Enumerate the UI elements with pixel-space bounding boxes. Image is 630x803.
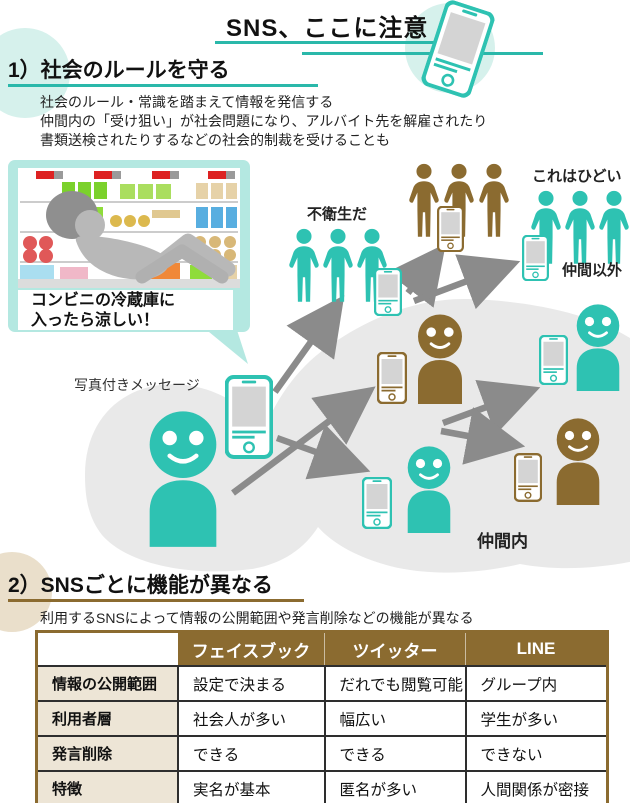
- body-line: 仲間内の「受け狙い」が社会問題になり、アルバイト先を解雇されたり: [40, 113, 488, 129]
- section1-underline: [8, 84, 318, 87]
- table-cell: だれでも閲覧可能: [323, 665, 466, 701]
- column-header-facebook: フェイスブック: [178, 631, 325, 666]
- title-underline-2: [302, 52, 543, 55]
- friend-teal-right-phone-icon: [539, 335, 568, 385]
- sender-phone-icon: [227, 377, 272, 457]
- column-header-twitter: ツイッター: [324, 631, 466, 666]
- row-label: 情報の公開範囲: [36, 665, 178, 701]
- section2-underline: [8, 599, 304, 602]
- bubble-caption: コンビニの冷蔵庫に 入ったら涼しい！: [18, 290, 233, 330]
- title-underline-1: [215, 41, 470, 44]
- table-cell: 設定で決まる: [177, 665, 325, 701]
- section1-accent-circle: [0, 28, 70, 118]
- table-cell: できる: [177, 735, 325, 771]
- bubble-caption-line: 入ったら涼しい！: [31, 312, 160, 329]
- corner-cell: [36, 631, 178, 666]
- row-label: 発言削除: [36, 735, 178, 771]
- table-row: 利用者層 社会人が多い 幅広い 学生が多い: [36, 700, 608, 736]
- table-cell: 社会人が多い: [177, 700, 325, 736]
- table-cell: 匿名が多い: [323, 770, 466, 803]
- price-tags: [36, 171, 235, 179]
- section1-heading: 1）社会のルールを守る: [8, 59, 230, 82]
- table-row: 情報の公開範囲 設定で決まる だれでも閲覧可能 グループ内: [36, 665, 608, 701]
- body-line: 書類送検されたりするなどの社会的制裁を受けることも: [40, 132, 390, 148]
- group-terrible-phone-icon: [522, 235, 549, 281]
- fridge-photo: [18, 168, 240, 288]
- sns-comparison-table: フェイスブック ツイッター LINE 情報の公開範囲 設定で決まる だれでも閲覧…: [35, 630, 609, 803]
- group-unsanitary-phone-icon: [374, 268, 402, 316]
- illustration-canvas: [8, 160, 630, 573]
- group-unsanitary: [289, 228, 387, 302]
- sns-spread-illustration: コンビニの冷蔵庫に 入ったら涼しい！ 写真付きメッセージ 不衛生だ これはひどい…: [0, 155, 630, 575]
- row-label: 特徴: [36, 770, 178, 803]
- section2-lead: 利用するSNSによって情報の公開範囲や発言削除などの機能が異なる: [40, 610, 474, 626]
- group-strangers-phone-icon: [437, 206, 464, 252]
- row-label: 利用者層: [36, 700, 178, 736]
- label-outside-group: 仲間以外: [562, 262, 623, 279]
- spread-arrows: [231, 243, 541, 496]
- friend-brown-top-phone-icon: [377, 352, 407, 404]
- lying-person-silhouette: [46, 191, 236, 284]
- bubble-caption-line: コンビニの冷蔵庫に: [31, 292, 176, 309]
- table-cell: グループ内: [464, 665, 608, 701]
- page-title: SNS、ここに注意: [226, 15, 429, 42]
- friend-teal-bottom-phone-icon: [362, 477, 392, 529]
- table-row: 特徴 実名が基本 匿名が多い 人間関係が密接: [36, 770, 608, 803]
- table-cell: 学生が多い: [464, 700, 608, 736]
- table-cell: 人間関係が密接: [464, 770, 608, 803]
- section1-body: 社会のルール・常識を踏まえて情報を発信する 仲間内の「受け狙い」が社会問題になり…: [40, 93, 487, 150]
- section2-heading: 2）SNSごとに機能が異なる: [8, 574, 273, 597]
- label-inside-group: 仲間内: [477, 532, 528, 551]
- table-cell: 実名が基本: [177, 770, 325, 803]
- table-cell: 幅広い: [323, 700, 466, 736]
- body-line: 社会のルール・常識を踏まえて情報を発信する: [40, 94, 334, 110]
- table-cell: できる: [323, 735, 466, 771]
- column-header-line: LINE: [465, 631, 608, 666]
- conbini-speech-bubble: [8, 160, 250, 364]
- table-row: 発言削除 できる できる できない: [36, 735, 608, 771]
- table-cell: できない: [464, 735, 608, 771]
- label-terrible: これはひどい: [532, 168, 622, 185]
- table-header-row: フェイスブック ツイッター LINE: [36, 631, 608, 666]
- label-unsanitary: 不衛生だ: [307, 206, 368, 223]
- friend-brown-bottomright-phone-icon: [514, 453, 542, 502]
- photo-message-label: 写真付きメッセージ: [74, 377, 200, 393]
